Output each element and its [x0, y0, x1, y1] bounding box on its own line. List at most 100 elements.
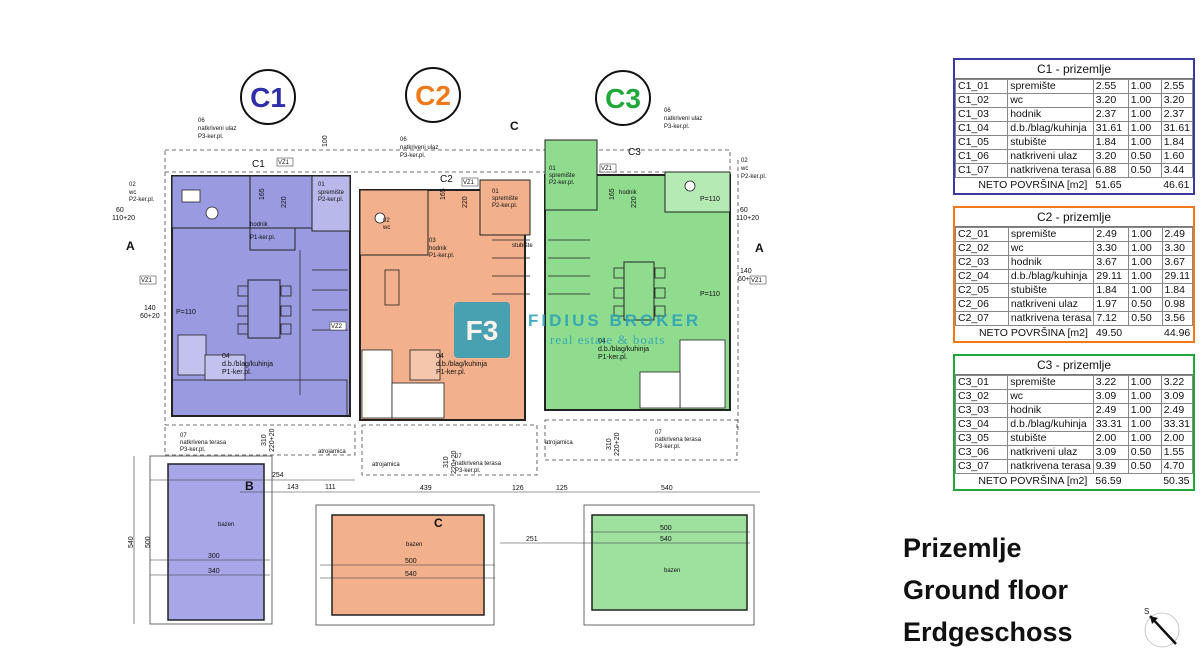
table-cell: 33.31	[1092, 417, 1129, 432]
svg-text:VZ2: VZ2	[331, 324, 343, 330]
svg-text:P2-ker.pl.: P2-ker.pl.	[741, 174, 767, 180]
svg-text:540: 540	[405, 571, 417, 578]
table-cell: 9.39	[1092, 459, 1129, 474]
svg-text:165: 165	[609, 188, 616, 200]
svg-text:P2-ker.pl.: P2-ker.pl.	[129, 197, 155, 203]
pool-c1: bazen	[149, 455, 273, 625]
dimension-labels: 254 143 111 439 126 125 540 300 340 500 …	[112, 207, 759, 578]
svg-text:A: A	[755, 241, 764, 255]
svg-text:500: 500	[660, 525, 672, 532]
svg-text:01: 01	[549, 166, 556, 172]
svg-text:P2-ker.pl.: P2-ker.pl.	[318, 197, 344, 203]
svg-text:110+20: 110+20	[112, 215, 135, 222]
table-cell: 0.50	[1127, 163, 1162, 178]
table-cell: 2.37	[1092, 107, 1129, 122]
svg-text:A: A	[126, 239, 135, 253]
svg-text:P1-ker.pl.: P1-ker.pl.	[250, 235, 276, 241]
svg-text:06: 06	[664, 108, 671, 114]
table-cell: 29.11	[1093, 269, 1130, 284]
svg-text:220: 220	[631, 196, 638, 208]
table-cell: 3.44	[1160, 163, 1194, 178]
entrance-outlines	[164, 149, 739, 430]
unit-badge-c2: C2	[405, 67, 461, 123]
table-cell: 33.31	[1160, 417, 1194, 432]
table-cell: 2.00	[1092, 431, 1129, 446]
table-cell: stubište	[1007, 135, 1094, 150]
table-cell: 1.60	[1160, 149, 1194, 164]
svg-text:wc: wc	[740, 166, 748, 172]
table-cell: 3.22	[1160, 375, 1194, 390]
svg-text:140: 140	[144, 305, 156, 312]
table-cell: 2.00	[1160, 431, 1194, 446]
table-cell: 3.67	[1093, 255, 1130, 270]
svg-text:natkrivena terasa: natkrivena terasa	[455, 461, 502, 467]
svg-text:02: 02	[129, 182, 136, 188]
table-cell: C3_04	[954, 417, 1009, 432]
svg-text:110+20: 110+20	[736, 215, 759, 222]
table-cell: 1.84	[1092, 135, 1129, 150]
svg-text:C: C	[510, 119, 519, 133]
caption-line-1: Prizemlje	[903, 533, 1022, 563]
svg-text:P2-ker.pl.: P2-ker.pl.	[549, 180, 575, 186]
svg-text:220: 220	[462, 196, 469, 208]
total-label: NETO POVRŠINA [m2]	[978, 327, 1088, 339]
table-cell: 2.49	[1160, 403, 1194, 418]
svg-text:spremište: spremište	[492, 196, 519, 202]
table-cell: C3_06	[954, 445, 1009, 460]
table-cell: C1_03	[954, 107, 1009, 122]
table-cell: 7.12	[1093, 311, 1130, 326]
svg-text:04: 04	[436, 353, 444, 360]
svg-text:P3-ker.pl.: P3-ker.pl.	[655, 444, 681, 450]
svg-text:spremište: spremište	[318, 190, 345, 196]
table-cell: 3.67	[1161, 255, 1193, 270]
svg-text:310: 310	[606, 438, 613, 450]
table-cell: spremište	[1007, 227, 1095, 242]
svg-text:220+20: 220+20	[269, 428, 276, 452]
svg-text:P1-ker.pl.: P1-ker.pl.	[436, 369, 466, 376]
svg-text:VZ1: VZ1	[751, 278, 763, 284]
svg-text:P=110: P=110	[700, 196, 720, 203]
svg-text:04: 04	[222, 353, 230, 360]
total-area: 56.59	[1095, 475, 1122, 487]
dimension-labels-vertical: 540 500 165 220 100 165 220 165 220 310 …	[128, 135, 638, 548]
svg-text:natkriveni ulaz: natkriveni ulaz	[198, 126, 236, 132]
svg-text:P3-ker.pl.: P3-ker.pl.	[180, 447, 206, 453]
svg-text:02: 02	[383, 218, 390, 224]
table-cell: 1.00	[1128, 255, 1163, 270]
svg-text:atrojamica: atrojamica	[318, 449, 346, 455]
svg-text:126: 126	[512, 485, 524, 492]
svg-text:P3-ker.pl.: P3-ker.pl.	[455, 468, 481, 474]
table-cell: 1.84	[1093, 283, 1130, 298]
total-area: 51.65	[1095, 179, 1122, 191]
table-cell: C2_04	[955, 269, 1009, 284]
table-cell: d.b./blag/kuhinja	[1007, 121, 1094, 136]
table-cell: natkriveni ulaz	[1007, 445, 1094, 460]
table-cell: 6.88	[1092, 163, 1129, 178]
svg-text:C2: C2	[440, 174, 453, 185]
svg-text:165: 165	[440, 188, 447, 200]
svg-text:310: 310	[261, 434, 268, 446]
table-cell: natkriveni ulaz	[1007, 297, 1095, 312]
table-cell: 0.50	[1127, 459, 1162, 474]
caption-line-2: Ground floor	[903, 575, 1068, 605]
table-cell: d.b./blag/kuhinja	[1007, 269, 1095, 284]
svg-text:VZ1: VZ1	[601, 166, 613, 172]
table-cell: C3_03	[954, 403, 1009, 418]
caption-line-3: Erdgeschoss	[903, 617, 1073, 647]
table-cell: 2.49	[1092, 403, 1129, 418]
watermark: F3 FIDIUS BROKER real estate & boats	[454, 302, 698, 358]
svg-text:500: 500	[145, 536, 152, 548]
svg-text:P1-ker.pl.: P1-ker.pl.	[222, 369, 252, 376]
